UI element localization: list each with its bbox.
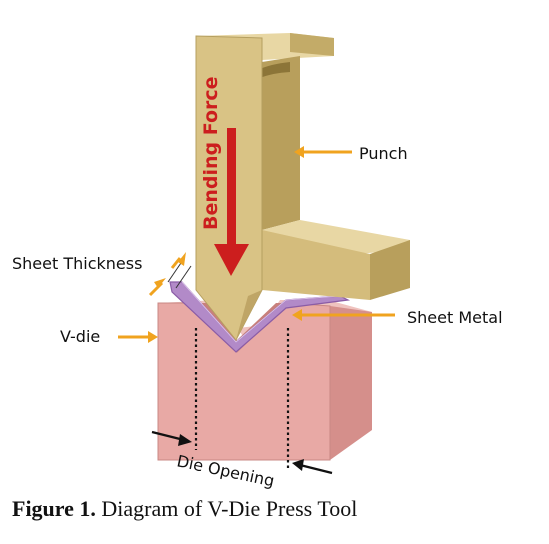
bending-force-arrow [214,128,249,276]
sheet-thickness-indicator [148,252,192,297]
v-die-diagram: Bending Force Punch Sheet Thickness Shee… [12,33,503,491]
sheet-metal-leader [292,309,395,321]
v-die-leader [118,331,158,343]
v-die-label: V-die [60,327,100,346]
figure-caption-text: Diagram of V-Die Press Tool [95,496,358,521]
v-die-side-face [330,306,372,460]
bending-force-label: Bending Force [200,76,222,230]
sheet-metal-label: Sheet Metal [407,308,503,327]
sheet-thickness-label: Sheet Thickness [12,254,142,273]
punch-label: Punch [359,144,408,163]
figure-caption-prefix: Figure 1. [12,496,96,521]
v-die-front-face [157,302,331,461]
die-opening-dimension [151,328,333,475]
punch-leader [294,146,352,158]
figure-caption: Figure 1. Diagram of V-Die Press Tool [12,496,542,522]
v-die-block [157,300,372,461]
sheet-metal [169,281,351,353]
